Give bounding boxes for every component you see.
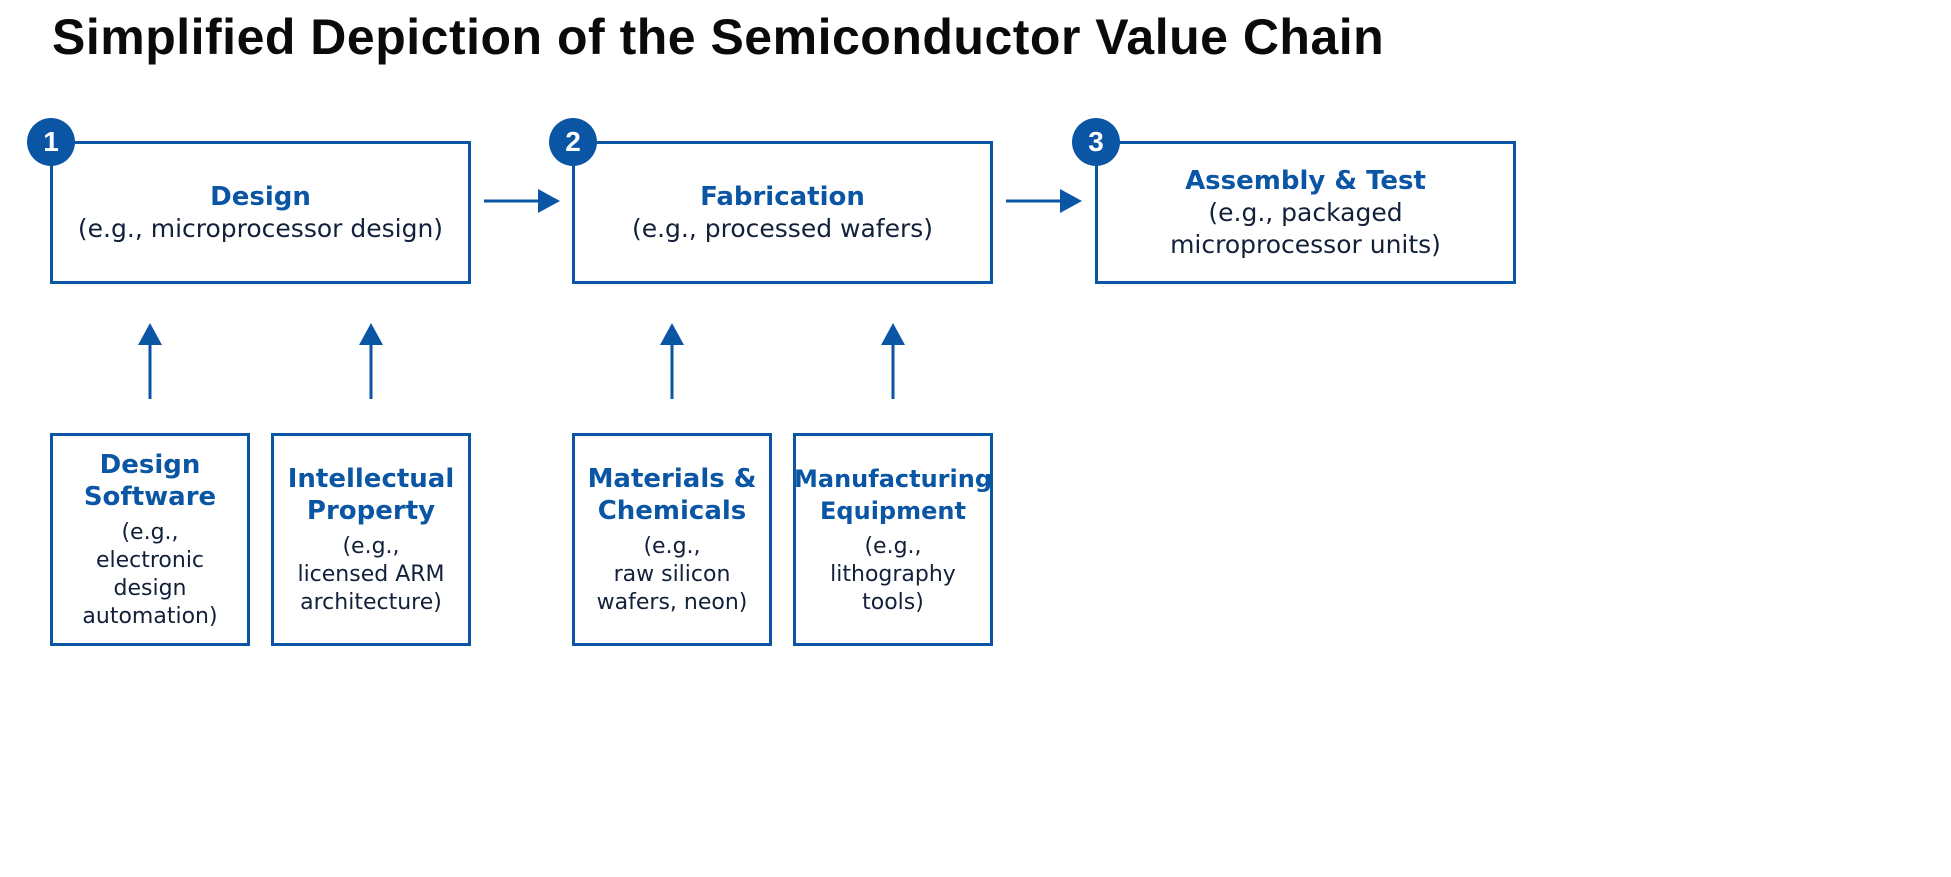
input-description: (e.g., licensed ARM architecture) (297, 533, 445, 615)
input-manufacturing-equipment-box: Manufacturing Equipment (e.g., lithograp… (793, 433, 993, 646)
step-number-badge: 3 (1072, 118, 1120, 166)
input-description: (e.g., raw silicon wafers, neon) (596, 533, 748, 615)
arrow-design-software-to-design (138, 323, 162, 399)
stage-description: (e.g., processed wafers) (631, 213, 934, 243)
input-title: Materials & Chemicals (587, 463, 757, 526)
input-design-software-box: Design Software (e.g., electronic design… (50, 433, 250, 646)
input-title: Intellectual Property (287, 463, 455, 526)
step-number-badge: 2 (549, 118, 597, 166)
stage-description: (e.g., microprocessor design) (77, 213, 444, 243)
arrow-materials-to-fabrication (660, 323, 684, 399)
stage-description: (e.g., packaged microprocessor units) (1170, 197, 1441, 259)
arrow-equipment-to-fabrication (881, 323, 905, 399)
input-description: (e.g., electronic design automation) (82, 519, 218, 629)
input-materials-chemicals-box: Materials & Chemicals (e.g., raw silicon… (572, 433, 772, 646)
input-intellectual-property-box: Intellectual Property (e.g., licensed AR… (271, 433, 471, 646)
input-title: Manufacturing Equipment (794, 464, 992, 525)
arrow-fabrication-to-assembly (1006, 189, 1082, 213)
step-number-badge: 1 (27, 118, 75, 166)
input-title: Design Software (83, 449, 217, 512)
stage-title: Fabrication (700, 181, 865, 212)
stage-design-box: Design (e.g., microprocessor design) (50, 141, 471, 284)
arrow-ip-to-design (359, 323, 383, 399)
stage-title: Design (210, 181, 311, 212)
stage-title: Assembly & Test (1185, 165, 1426, 196)
diagram-title: Simplified Depiction of the Semiconducto… (52, 9, 1385, 65)
stage-assembly-test-box: Assembly & Test (e.g., packaged micropro… (1095, 141, 1516, 284)
input-description: (e.g., lithography tools) (830, 533, 956, 615)
stage-fabrication-box: Fabrication (e.g., processed wafers) (572, 141, 993, 284)
arrow-design-to-fabrication (484, 189, 560, 213)
